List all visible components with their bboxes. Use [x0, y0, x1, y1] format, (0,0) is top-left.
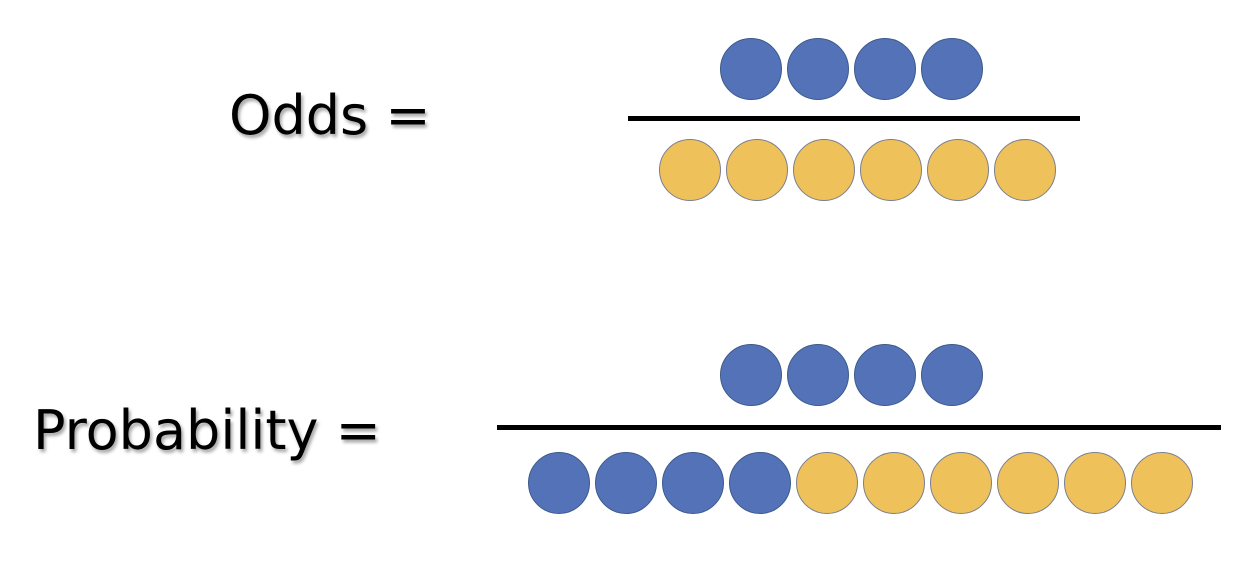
- blue-circle: [921, 344, 983, 406]
- odds-label: Odds =: [229, 84, 431, 147]
- blue-circle: [787, 344, 849, 406]
- blue-circle: [854, 38, 916, 100]
- probability-label: Probability =: [33, 399, 381, 462]
- yellow-circle: [994, 139, 1056, 201]
- odds-denominator: [659, 139, 1056, 201]
- yellow-circle: [930, 452, 992, 514]
- yellow-circle: [1064, 452, 1126, 514]
- yellow-circle: [997, 452, 1059, 514]
- odds-fraction-bar: [628, 116, 1080, 121]
- yellow-circle: [863, 452, 925, 514]
- yellow-circle: [860, 139, 922, 201]
- yellow-circle: [796, 452, 858, 514]
- yellow-circle: [659, 139, 721, 201]
- blue-circle: [720, 344, 782, 406]
- blue-circle: [662, 452, 724, 514]
- blue-circle: [787, 38, 849, 100]
- probability-fraction-bar: [497, 425, 1221, 430]
- yellow-circle: [927, 139, 989, 201]
- blue-circle: [854, 344, 916, 406]
- blue-circle: [528, 452, 590, 514]
- blue-circle: [729, 452, 791, 514]
- probability-denominator: [528, 452, 1193, 514]
- yellow-circle: [1131, 452, 1193, 514]
- probability-numerator: [720, 344, 983, 406]
- blue-circle: [921, 38, 983, 100]
- odds-numerator: [720, 38, 983, 100]
- yellow-circle: [793, 139, 855, 201]
- yellow-circle: [726, 139, 788, 201]
- blue-circle: [595, 452, 657, 514]
- blue-circle: [720, 38, 782, 100]
